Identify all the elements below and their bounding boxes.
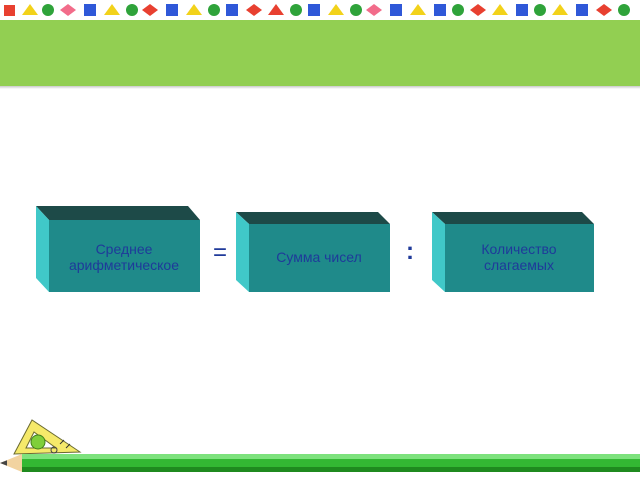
shape-9 <box>166 4 178 16</box>
pencil-bar <box>0 451 640 474</box>
shape-1 <box>4 5 15 16</box>
sum-box-top <box>236 212 390 224</box>
sum-box-label: Сумма чисел <box>276 249 362 265</box>
divide-operator: : <box>406 238 414 265</box>
pencil-tip <box>0 454 22 472</box>
count-box-side <box>432 212 445 292</box>
shape-19 <box>366 4 382 16</box>
shape-30 <box>596 4 612 16</box>
shape-24 <box>470 4 486 16</box>
shape-28 <box>552 4 568 15</box>
ruler-triangle-icon <box>10 418 82 463</box>
shape-15 <box>290 4 302 16</box>
sum-box-front <box>249 224 390 292</box>
shape-18 <box>350 4 362 16</box>
shape-25 <box>492 4 508 15</box>
shape-21 <box>410 4 426 15</box>
banner-shadow <box>0 86 640 89</box>
shape-23 <box>452 4 464 16</box>
shape-8 <box>142 4 158 16</box>
shape-14 <box>268 4 284 15</box>
shape-13 <box>246 4 262 16</box>
shape-2 <box>22 4 38 15</box>
shape-29 <box>576 4 588 16</box>
shape-4 <box>60 4 76 16</box>
mean-box-label: Среднее арифметическое <box>68 241 180 273</box>
shape-31 <box>618 4 630 16</box>
shape-20 <box>390 4 402 16</box>
shape-12 <box>226 4 238 16</box>
shape-26 <box>516 4 528 16</box>
mean-box-top <box>36 206 200 220</box>
mean-box-front <box>49 220 200 292</box>
mean-box: Среднее арифметическое <box>36 206 200 292</box>
shape-22 <box>434 4 446 16</box>
count-box-label: Количество слагаемых <box>481 241 557 273</box>
shape-6 <box>104 4 120 15</box>
mean-box-side <box>36 206 49 292</box>
pencil-lead <box>0 460 7 466</box>
shape-10 <box>186 4 202 15</box>
equals-operator: = <box>212 239 227 266</box>
sum-box-side <box>236 212 249 292</box>
shape-27 <box>534 4 546 16</box>
sum-box: Сумма чисел <box>236 212 390 292</box>
shape-3 <box>42 4 54 16</box>
shape-7 <box>126 4 138 16</box>
shape-16 <box>308 4 320 16</box>
decorative-shapes-strip <box>0 0 640 20</box>
shape-11 <box>208 4 220 16</box>
count-box: Количество слагаемых <box>432 212 594 292</box>
title-banner <box>0 20 640 86</box>
shape-5 <box>84 4 96 16</box>
shape-17 <box>328 4 344 15</box>
count-box-front <box>445 224 594 292</box>
count-box-top <box>432 212 594 224</box>
